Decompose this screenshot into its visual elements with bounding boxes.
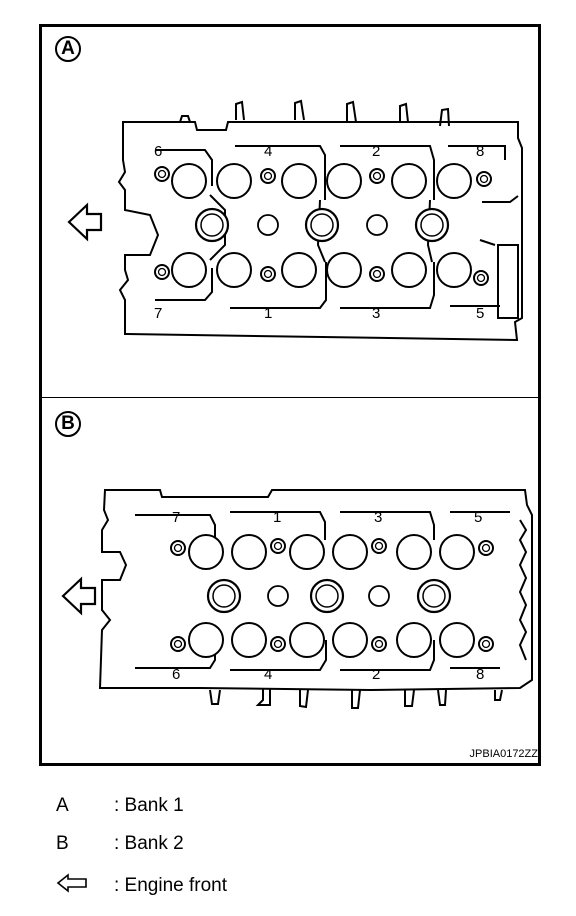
panel-b-cylinder-head [98,489,533,709]
legend-desc: : Bank 1 [114,795,184,816]
bolt-number: 6 [172,666,180,683]
legend-desc: : Engine front [114,875,228,896]
bolt-number: 7 [172,509,180,526]
panel-b-bolt-labels: 7 1 3 5 6 4 2 8 [172,509,484,683]
bolt-number: 1 [273,509,281,526]
panel-b-valves [188,534,475,658]
bolt-number: 2 [372,143,380,160]
bolt-number: 3 [374,509,382,526]
legend-item-bank2: B : Bank 2 [56,833,184,855]
figure-id: JPBIA0172ZZ [469,748,538,760]
bolt-number: 3 [372,305,380,322]
panel-a-cylinder-head [117,99,523,342]
bolt-number: 5 [474,509,482,526]
bolt-number: 4 [264,666,272,683]
legend-desc: : Bank 2 [114,833,184,854]
legend-item-engine-front: : Engine front [56,873,227,899]
bolt-number: 4 [264,143,272,160]
panel-b-front-arrow-icon [61,577,97,615]
bolt-number: 8 [476,666,484,683]
bolt-number: 7 [154,305,162,322]
panel-divider [39,397,541,398]
panel-a-badge: A [55,36,81,62]
panel-a-front-arrow-icon [67,203,103,241]
panel-b-bolts [170,538,494,652]
bolt-number: 2 [372,666,380,683]
legend-item-bank1: A : Bank 1 [56,795,184,817]
bolt-number: 8 [476,143,484,160]
panel-a-bolt-labels: 6 4 2 8 7 1 3 5 [154,143,484,322]
bolt-number: 6 [154,143,162,160]
panel-a-valves [171,163,472,288]
legend-key: A [56,795,69,816]
diagram-frame [39,24,541,766]
panel-b-badge: B [55,411,81,437]
bolt-number: 5 [476,305,484,322]
bolt-number: 1 [264,305,272,322]
legend-key: B [56,833,69,854]
left-arrow-icon [56,873,87,893]
panel-a-bolts [154,166,492,286]
